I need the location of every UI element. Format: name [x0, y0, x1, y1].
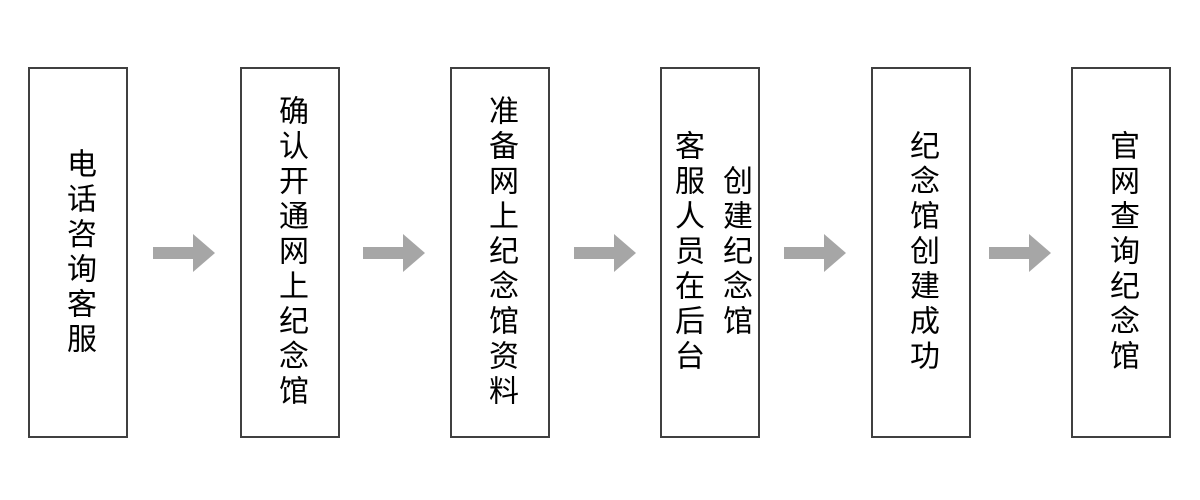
- arrow-right-shape: [363, 234, 425, 272]
- step-box-backend-create: 客服人员在后台 创建纪念馆: [660, 67, 760, 438]
- arrow-right-icon: [363, 234, 425, 272]
- step-box-query-official-site: 官网查询纪念馆: [1071, 67, 1171, 438]
- step-box-prepare-materials: 准备网上纪念馆资料: [450, 67, 550, 438]
- arrow-right-icon: [989, 234, 1051, 272]
- step-label: 电话咨询客服: [62, 147, 95, 358]
- arrow-right-icon: [784, 234, 846, 272]
- arrow-right-shape: [989, 234, 1051, 272]
- step-box-create-success: 纪念馆创建成功: [871, 67, 971, 438]
- step-label: 纪念馆创建成功: [905, 130, 938, 375]
- step-label: 官网查询纪念馆: [1105, 130, 1138, 375]
- arrow-right-icon: [153, 234, 215, 272]
- step-box-phone-consult: 电话咨询客服: [28, 67, 128, 438]
- arrow-right-shape: [574, 234, 636, 272]
- arrow-right-shape: [784, 234, 846, 272]
- step-label: 客服人员在后台 创建纪念馆: [670, 130, 751, 375]
- arrow-right-icon: [574, 234, 636, 272]
- step-box-confirm-open: 确认开通网上纪念馆: [240, 67, 340, 438]
- step-label: 准备网上纪念馆资料: [484, 95, 517, 410]
- step-label: 确认开通网上纪念馆: [274, 95, 307, 410]
- arrow-right-shape: [153, 234, 215, 272]
